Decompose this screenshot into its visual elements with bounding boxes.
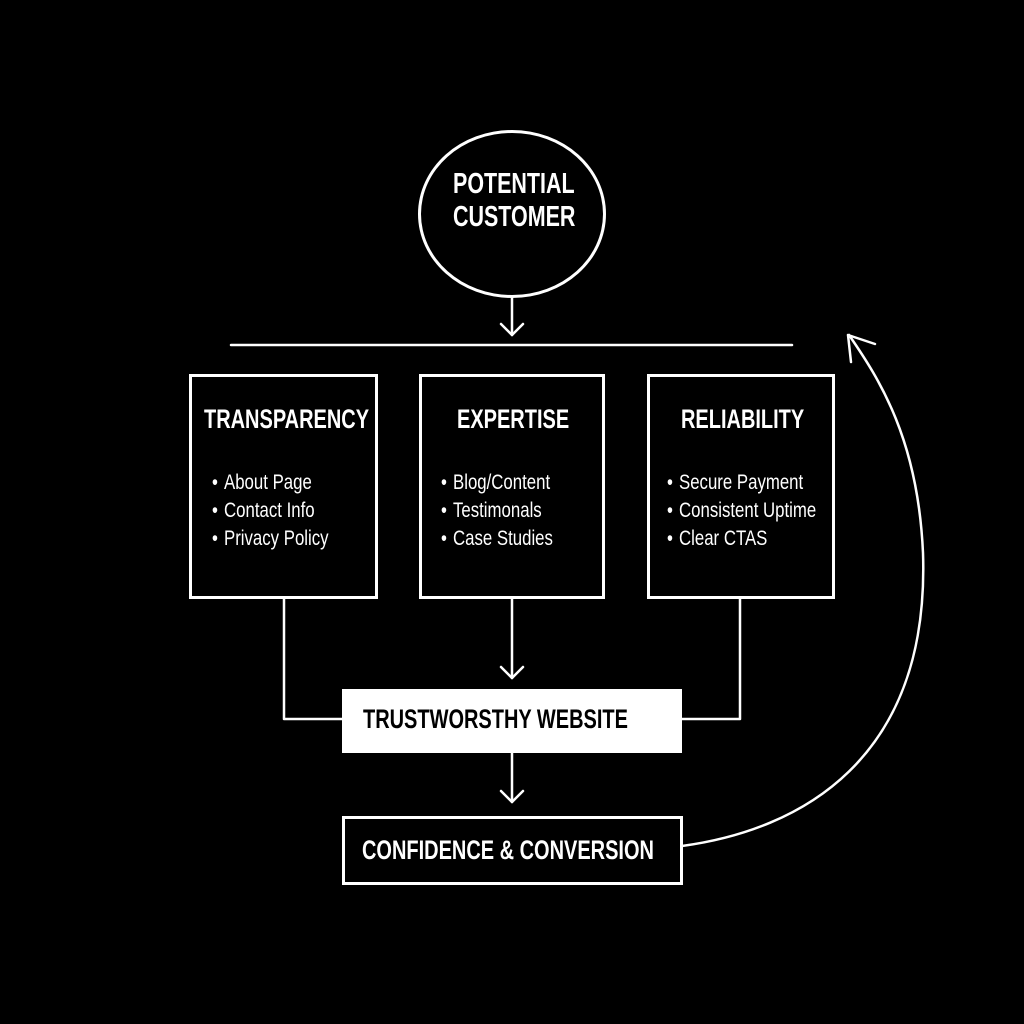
bullet-icon: • — [667, 527, 673, 550]
list-item: •Secure Payment — [667, 469, 816, 497]
bullet-icon: • — [212, 527, 218, 550]
node-potential-customer — [418, 130, 606, 298]
bullet-icon: • — [441, 499, 447, 522]
connector-transparency-to-website — [282, 596, 344, 721]
feedback-curve — [680, 333, 925, 848]
bullet-icon: • — [667, 471, 673, 494]
potential-customer-line-1: POTENTIAL — [453, 168, 575, 200]
list-item: •Privacy Policy — [212, 525, 329, 553]
bullet-icon: • — [212, 499, 218, 522]
node-trustworthy-website — [342, 689, 682, 753]
pillar-expertise — [419, 374, 605, 599]
confidence-conversion-label: CONFIDENCE & CONVERSION — [362, 835, 654, 865]
potential-customer-line-2: CUSTOMER — [453, 201, 576, 233]
list-item: •Case Studies — [441, 525, 553, 553]
arrowhead-down-icon — [499, 789, 525, 804]
arrowhead-up-icon — [846, 333, 877, 364]
list-item: •Testimonals — [441, 497, 553, 525]
list-item: •Blog/Content — [441, 469, 553, 497]
node-confidence-conversion — [342, 816, 683, 885]
list-item: •About Page — [212, 469, 329, 497]
connector-reliability-to-website — [680, 596, 742, 721]
pillar-title: RELIABILITY — [681, 404, 805, 434]
list-item: •Contact Info — [212, 497, 329, 525]
arrowhead-down-icon — [499, 322, 525, 337]
bullet-icon: • — [441, 471, 447, 494]
bullet-icon: • — [212, 471, 218, 494]
pillar-items: •Secure Payment •Consistent Uptime •Clea… — [667, 469, 854, 553]
bullet-icon: • — [667, 499, 673, 522]
arrowhead-down-icon — [499, 665, 525, 680]
list-item: •Consistent Uptime — [667, 497, 816, 525]
pillar-items: •Blog/Content •Testimonals •Case Studies — [441, 469, 581, 553]
trustworthy-website-label: TRUSTWORSTHY WEBSITE — [363, 704, 628, 734]
pillar-title: EXPERTISE — [457, 404, 570, 434]
pillar-transparency — [189, 374, 378, 599]
bullet-icon: • — [441, 527, 447, 550]
pillar-items: •About Page •Contact Info •Privacy Polic… — [212, 469, 358, 553]
pillar-reliability — [647, 374, 835, 599]
pillar-title: TRANSPARENCY — [204, 404, 370, 434]
list-item: •Clear CTAS — [667, 525, 816, 553]
